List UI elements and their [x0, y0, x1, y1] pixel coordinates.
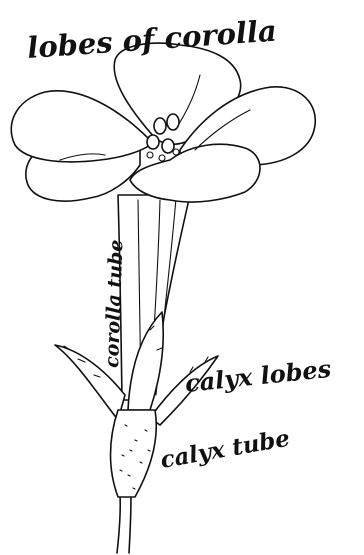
label-corolla-tube: corolla tube: [101, 239, 127, 368]
label-calyx-tube: calyx tube: [158, 425, 291, 474]
calyx-tube: [111, 410, 157, 497]
stem: [117, 495, 131, 553]
